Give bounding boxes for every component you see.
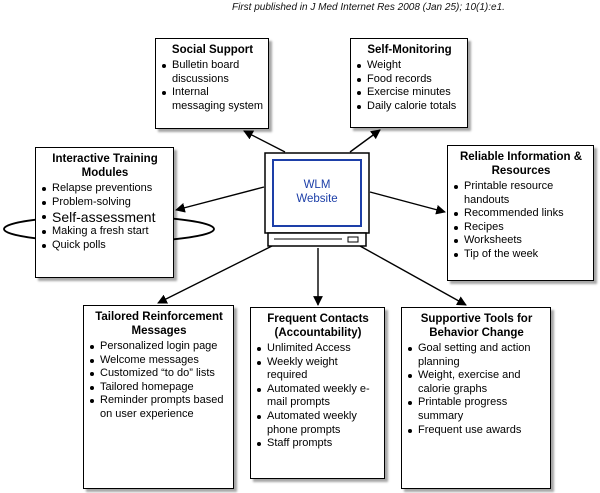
box-title-line1: Interactive Training [52,153,158,165]
list-item: Welcome messages [89,354,229,368]
arrow-to-social [243,130,286,153]
list-item: Staff prompts [256,437,380,451]
box-title-line2: Resources [491,165,551,177]
list-item: Tailored homepage [89,381,229,395]
box-title-line1: Tailored Reinforcement [95,311,223,323]
social-support-box: Social Support Bulletin board discussion… [155,38,269,129]
list-item: Automated weekly phone prompts [256,410,380,437]
list-item: Unlimited Access [256,342,380,356]
arrow-to-tailored [157,245,273,304]
list-item: Bulletin board discussions [161,59,264,86]
self-monitoring-box: Self-Monitoring Weight Food records Exer… [350,38,468,128]
list-item: Daily calorie totals [356,100,463,114]
monitor-icon [264,152,370,247]
reliable-information-box: Reliable Information & Resources Printab… [447,145,594,281]
list-item: Automated weekly e-mail prompts [256,383,380,410]
list-item: Exercise minutes [356,86,463,100]
list-item: Making a fresh start [41,225,169,239]
list-item: Weight, exercise and calorie graphs [407,369,546,396]
list-item: Recipes [453,221,589,235]
list-item: Worksheets [453,234,589,248]
list-item-self-assessment: Self-assessment [41,209,169,225]
list-item: Printable resource handouts [453,180,589,207]
list-item: Weekly weight required [256,356,380,383]
list-item: Goal setting and action planning [407,342,546,369]
box-title-line2: Behavior Change [429,327,524,339]
box-title-line1: Supportive Tools for [420,313,533,325]
list-item: Customized “to do” lists [89,367,229,381]
list-item: Personalized login page [89,340,229,354]
list-item: Tip of the week [453,248,589,262]
list-item: Relapse preventions [41,182,169,196]
center-label-line2: Website [296,193,338,205]
list-item: Weight [356,59,463,73]
tailored-reinforcement-box: Tailored Reinforcement Messages Personal… [83,305,234,489]
list-item: Printable progress summary [407,396,546,423]
supportive-tools-box: Supportive Tools for Behavior Change Goa… [401,307,551,489]
box-title-line2: Messages [131,325,187,337]
box-title-line1: Frequent Contacts [267,313,369,325]
list-item: Quick polls [41,239,169,253]
list-item: Frequent use awards [407,424,546,438]
arrow-to-supportive [359,245,467,306]
frequent-contacts-box: Frequent Contacts (Accountability) Unlim… [250,307,385,479]
arrow-to-training [175,186,265,213]
arrow-to-reliable [369,191,446,215]
list-item: Problem-solving [41,196,169,210]
box-title-line2: (Accountability) [274,327,362,339]
list-item: Internal messaging system [161,86,264,113]
center-label-line1: WLM [303,179,331,191]
box-title: Self-Monitoring [367,44,452,56]
citation: First published in J Med Internet Res 20… [232,2,505,13]
list-item: Food records [356,73,463,87]
list-item: Recommended links [453,207,589,221]
box-title-line2: Modules [81,167,129,179]
interactive-training-box: Interactive Training Modules Relapse pre… [35,147,174,278]
list-item: Reminder prompts based on user experienc… [89,394,229,421]
box-title-line1: Reliable Information & [459,151,583,163]
box-title: Social Support [171,44,254,56]
wlm-website-monitor: WLM Website [264,152,370,248]
arrow-to-selfmon [349,129,381,153]
